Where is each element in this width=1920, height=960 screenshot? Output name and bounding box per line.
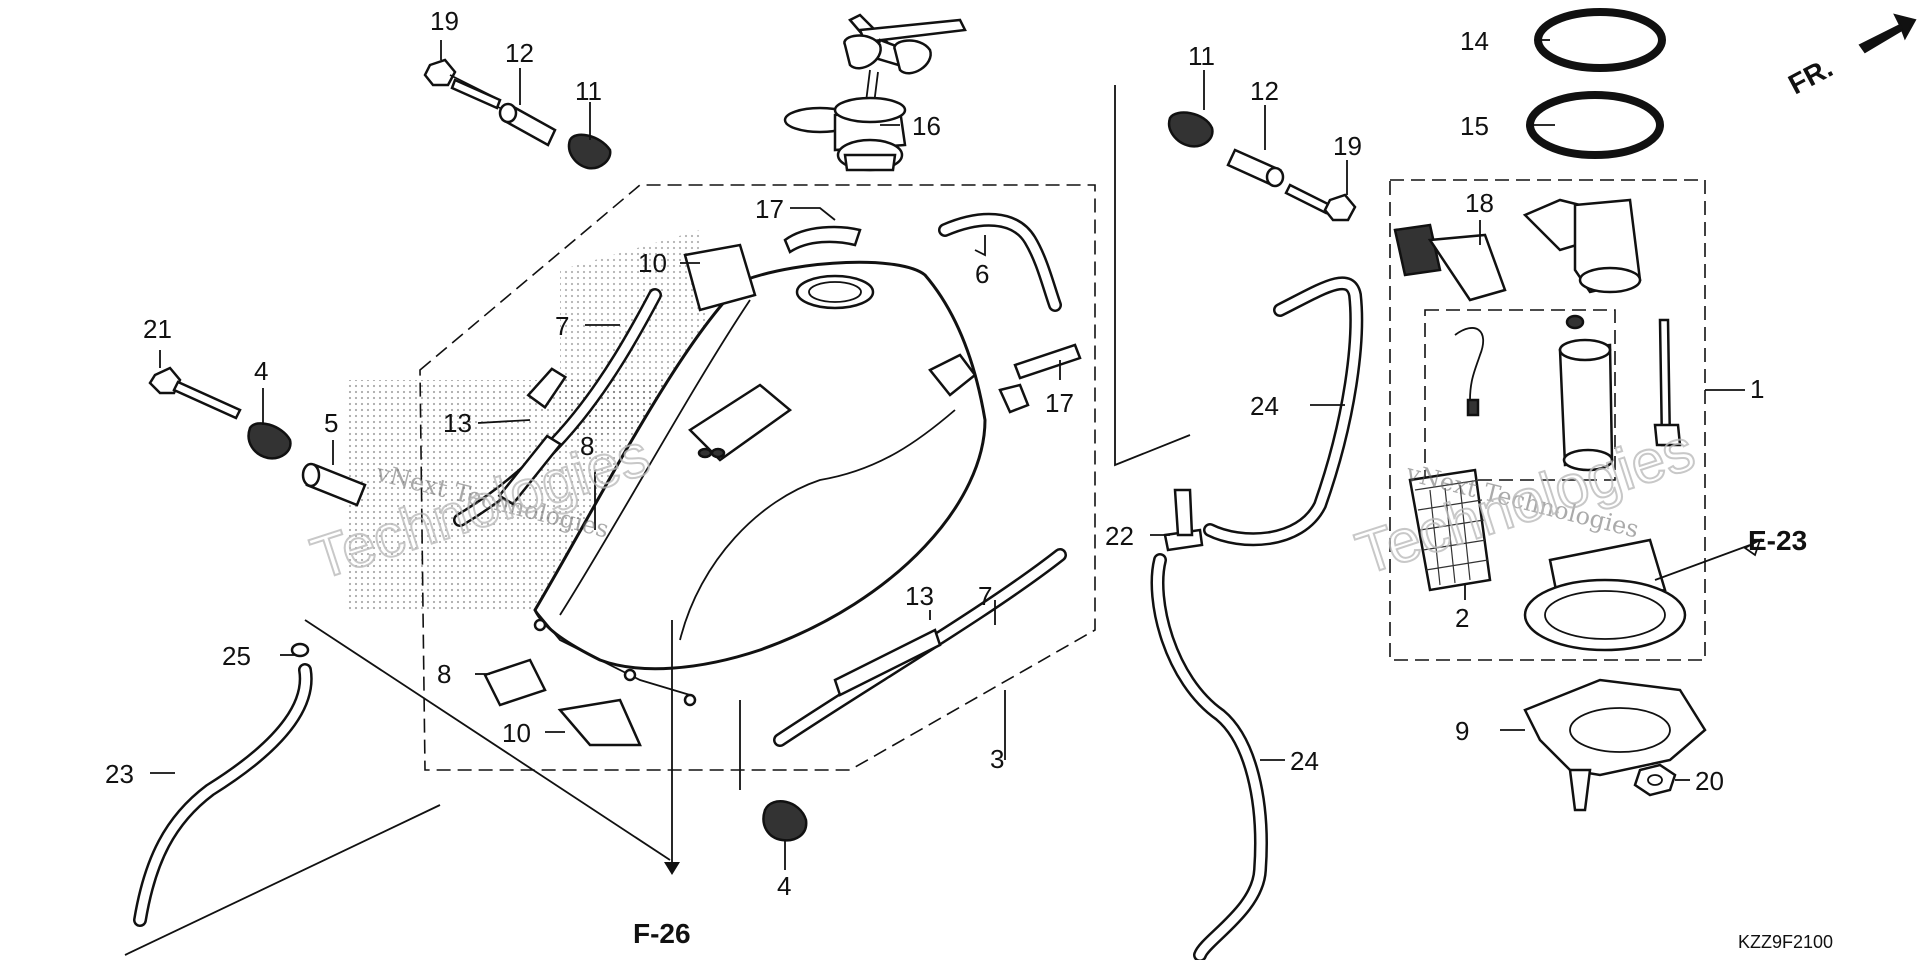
front-direction-arrow: [1858, 13, 1917, 54]
callout-4-bottom: 4: [777, 871, 791, 901]
bracket-line-left: [124, 85, 1191, 956]
collar-12-left: [498, 102, 557, 147]
diagram-code: KZZ9F2100: [1738, 932, 1833, 952]
front-marker-label: FR.: [1783, 52, 1837, 101]
callout-17-top: 17: [755, 194, 784, 224]
callout-19-left: 19: [430, 6, 459, 36]
callout-11-right: 11: [1188, 41, 1215, 71]
reference-f26: F-26: [633, 918, 691, 949]
callout-16: 16: [912, 111, 941, 141]
fuel-hose-24-lower: [1150, 553, 1268, 960]
collar-5: [301, 462, 367, 507]
callout-8-lower: 8: [437, 659, 451, 689]
cushion-13: [497, 367, 568, 506]
callout-18: 18: [1465, 188, 1494, 218]
bolt-19-right: [1284, 183, 1357, 222]
callout-1: 1: [1750, 374, 1764, 404]
grommet-11-right: [1167, 111, 1214, 148]
callout-12-left: 12: [505, 38, 534, 68]
clip-25: [290, 642, 310, 658]
reference-e23: E-23: [1748, 525, 1807, 556]
strip-17: [783, 225, 1082, 380]
callout-14: 14: [1460, 26, 1489, 56]
assembly-frame-tank: [419, 184, 1096, 771]
collar-12-right: [1226, 148, 1285, 188]
callout-3: 3: [990, 744, 1004, 774]
t-joint-22: [1163, 488, 1204, 552]
bolt-21: [148, 366, 242, 420]
callout-4-left: 4: [254, 356, 268, 386]
callout-5: 5: [324, 408, 338, 438]
callout-10-top: 10: [638, 248, 667, 278]
rubber-strip-7: [453, 288, 662, 527]
drain-hose-23: [133, 663, 313, 927]
callout-25: 25: [222, 641, 251, 671]
callout-20: 20: [1695, 766, 1724, 796]
grommet-4-bottom: [762, 800, 808, 842]
fuel-pump-module-1: [1393, 198, 1687, 652]
callout-7-lower: 7: [978, 581, 992, 611]
bolt-19-left: [423, 58, 502, 110]
pad-8-lower: [483, 658, 547, 707]
callout-9: 9: [1455, 716, 1469, 746]
callout-15: 15: [1460, 111, 1489, 141]
callout-6: 6: [975, 259, 989, 289]
callout-2: 2: [1455, 603, 1469, 633]
callout-19-right: 19: [1333, 131, 1362, 161]
retainer-plate-9: [1523, 678, 1707, 812]
callout-12-right: 12: [1250, 76, 1279, 106]
breather-tube-6: [938, 212, 1062, 312]
callout-7-upper: 7: [555, 311, 569, 341]
callout-11-left: 11: [575, 76, 602, 106]
pad-10-top: [683, 243, 757, 312]
callout-22: 22: [1105, 521, 1134, 551]
leader-lines: [150, 39, 1762, 875]
callout-24-upper: 24: [1250, 391, 1279, 421]
callout-24-lower: 24: [1290, 746, 1319, 776]
callout-13-left: 13: [443, 408, 472, 438]
assembly-frame-pump: [1389, 179, 1706, 661]
callout-17-right: 17: [1045, 388, 1074, 418]
fuel-hose-24-upper: [1203, 276, 1364, 547]
callout-23: 23: [105, 759, 134, 789]
callout-8-upper: 8: [580, 431, 594, 461]
gasket-14: [1534, 8, 1666, 72]
callout-21: 21: [143, 314, 172, 344]
grommet-11-left: [567, 133, 612, 170]
fuel-tank: [533, 260, 1030, 707]
callout-13-lower: 13: [905, 581, 934, 611]
grommet-4-left: [247, 422, 292, 460]
fuel-cap-key-16: [783, 13, 967, 172]
nut-20: [1633, 763, 1677, 797]
tank-bottom-trim: [773, 548, 1067, 747]
callout-labels: 19 12 11 21 4 5 10 7 13 8 17 6 17 16 11 …: [105, 6, 1764, 901]
callout-10-lower: 10: [502, 718, 531, 748]
pad-10-lower: [557, 698, 642, 747]
